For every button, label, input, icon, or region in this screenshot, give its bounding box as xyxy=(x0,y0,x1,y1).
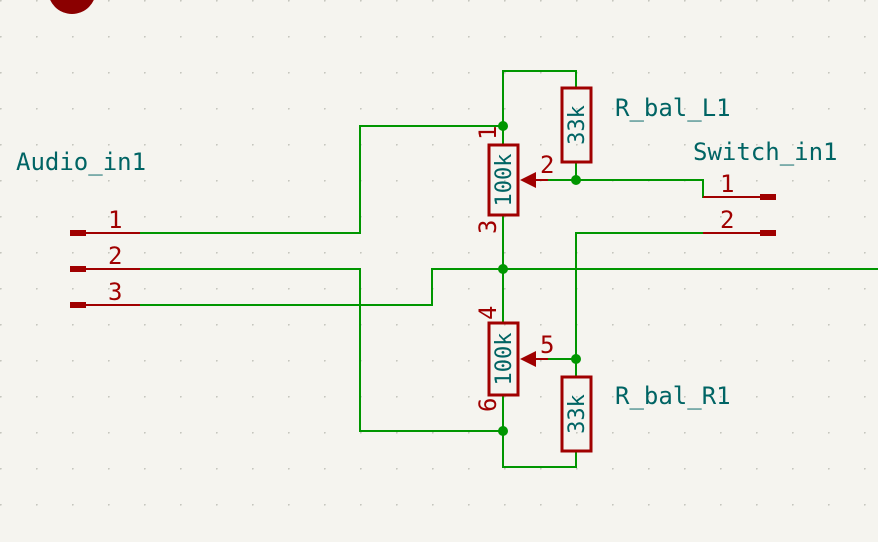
junction-dot xyxy=(498,264,508,274)
resistor-ref: R_bal_R1 xyxy=(615,382,731,410)
audio-in-pin-number: 2 xyxy=(108,242,122,270)
junction-dot xyxy=(571,354,581,364)
wire-switch-pin2 xyxy=(575,232,704,360)
wire-audio-pin2 xyxy=(139,268,504,432)
wire-audio-pin3 xyxy=(139,268,878,306)
potentiometer-body xyxy=(487,321,520,397)
pin-end[interactable] xyxy=(70,302,86,308)
resistor-r-bal-r1[interactable]: 33k R_bal_R1 xyxy=(560,375,731,453)
pot-pin-number: 1 xyxy=(474,126,502,140)
audio-in-pin-number: 3 xyxy=(108,278,122,306)
wiper-arrow-icon xyxy=(520,172,536,188)
pin-end[interactable] xyxy=(760,230,776,236)
junctions xyxy=(498,121,581,436)
audio-in-ref: Audio_in1 xyxy=(16,148,146,176)
pot-pin-number: 3 xyxy=(474,220,502,234)
audio-in-connector[interactable]: Audio_in1 1 2 3 xyxy=(16,148,146,308)
pot-pin-number: 4 xyxy=(474,306,502,320)
wire-rr-loop xyxy=(502,430,577,468)
pot-pin-number: 6 xyxy=(474,398,502,412)
wire-audio-pin1 xyxy=(139,125,504,234)
resistor-r-bal-l1[interactable]: 33k R_bal_L1 xyxy=(560,86,731,164)
junction-dot xyxy=(498,426,508,436)
pin-end[interactable] xyxy=(70,266,86,272)
potentiometer-value: 100k xyxy=(492,333,517,386)
switch-in-ref: Switch_in1 xyxy=(693,138,838,166)
resistor-value: 33k xyxy=(565,105,590,145)
pot-pin-number: 2 xyxy=(540,151,554,179)
switch-in-pin-number: 1 xyxy=(720,170,734,198)
resistor-body xyxy=(560,375,593,453)
potentiometer-body xyxy=(487,143,520,217)
dual-potentiometer[interactable]: 100k 1 2 3 100k 4 5 6 xyxy=(474,126,554,412)
resistor-ref: R_bal_L1 xyxy=(615,94,731,122)
junction-dot xyxy=(571,175,581,185)
wire-switch-pin1 xyxy=(575,179,704,198)
pin-end[interactable] xyxy=(760,194,776,200)
offsheet-symbol-icon xyxy=(50,0,94,14)
switch-in-pin-number: 2 xyxy=(720,206,734,234)
wiper-arrow-icon xyxy=(520,351,536,367)
resistor-body xyxy=(560,86,593,164)
potentiometer-value: 100k xyxy=(492,154,517,207)
audio-in-pin-number: 1 xyxy=(108,206,122,234)
switch-in-connector[interactable]: Switch_in1 1 2 xyxy=(693,138,838,236)
pot-pin-number: 5 xyxy=(540,331,554,359)
junction-dot xyxy=(498,121,508,131)
resistor-value: 33k xyxy=(565,394,590,434)
wire-rl-loop xyxy=(502,70,577,127)
pin-end[interactable] xyxy=(70,230,86,236)
